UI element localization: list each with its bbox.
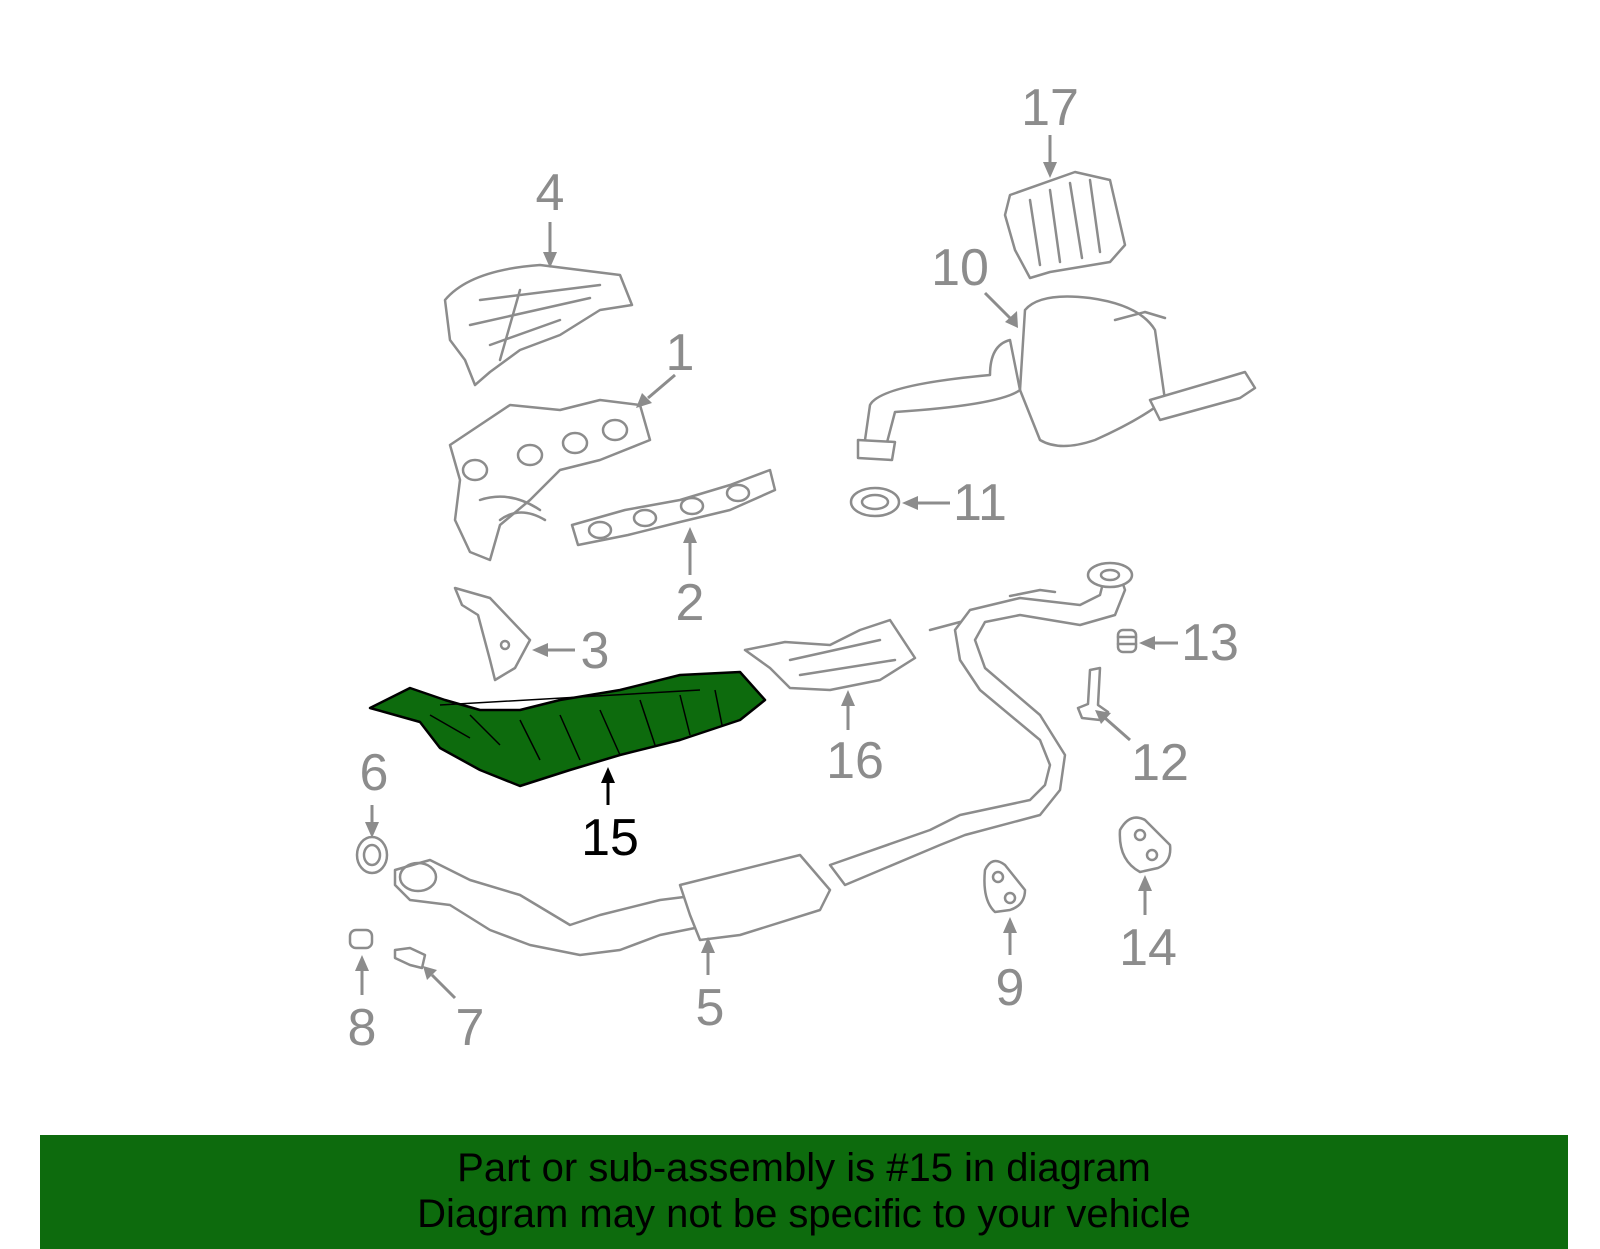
part-4-manifold-heat-insulator	[443, 263, 634, 387]
callout-15: 15	[581, 767, 639, 867]
banner-line-1: Part or sub-assembly is #15 in diagram	[457, 1146, 1151, 1190]
callout-13: 13	[1139, 614, 1239, 672]
part-8-nut	[348, 928, 374, 950]
callout-11: 11	[902, 474, 1007, 532]
callout-2: 2	[676, 527, 705, 632]
part-14-hanger	[1118, 816, 1172, 874]
svg-text:1: 1	[666, 324, 695, 382]
part-11-gasket	[849, 486, 901, 518]
info-banner: Part or sub-assembly is #15 in diagram D…	[40, 1135, 1568, 1249]
part-16-heat-insulator	[743, 618, 917, 692]
part-5-front-pipe-converter	[393, 561, 1134, 957]
callout-8: 8	[348, 955, 377, 1057]
exhaust-parts-diagram: 17 10 11 4	[348, 79, 1257, 1057]
callout-6: 6	[360, 744, 389, 838]
svg-text:4: 4	[536, 164, 565, 222]
part-1-exhaust-manifold	[448, 398, 652, 562]
part-3-bracket	[453, 586, 532, 682]
part-9-hanger	[983, 859, 1027, 914]
svg-text:2: 2	[676, 574, 705, 632]
callout-17: 17	[1021, 79, 1079, 178]
svg-text:6: 6	[360, 744, 389, 802]
part-6-gasket-ring	[355, 835, 389, 875]
svg-text:12: 12	[1131, 734, 1189, 792]
callout-10: 10	[931, 239, 1018, 328]
svg-text:16: 16	[826, 732, 884, 790]
callout-7: 7	[423, 966, 484, 1057]
part-15-highlighted-heat-insulator	[368, 670, 767, 788]
svg-text:14: 14	[1119, 919, 1177, 977]
part-13-spring	[1116, 628, 1138, 654]
part-7-bolt	[393, 946, 427, 970]
callout-14: 14	[1119, 875, 1177, 977]
svg-text:13: 13	[1181, 614, 1239, 672]
svg-text:3: 3	[581, 622, 610, 680]
part-2-manifold-gasket	[570, 468, 777, 547]
part-17-heat-shield	[1003, 170, 1127, 280]
svg-text:17: 17	[1021, 79, 1079, 137]
callout-1: 1	[636, 324, 694, 408]
svg-text:10: 10	[931, 239, 989, 297]
svg-text:11: 11	[953, 474, 1007, 532]
callout-16: 16	[826, 690, 884, 790]
callout-3: 3	[532, 622, 609, 680]
svg-text:5: 5	[696, 979, 725, 1037]
callout-5: 5	[696, 937, 725, 1037]
callout-9: 9	[996, 917, 1025, 1017]
svg-text:7: 7	[456, 999, 485, 1057]
part-10-muffler	[856, 295, 1257, 462]
svg-text:9: 9	[996, 959, 1025, 1017]
svg-text:15: 15	[581, 809, 639, 867]
banner-line-2: Diagram may not be specific to your vehi…	[417, 1192, 1191, 1236]
callout-4: 4	[536, 164, 565, 268]
svg-text:8: 8	[348, 999, 377, 1057]
callout-12: 12	[1095, 710, 1189, 792]
